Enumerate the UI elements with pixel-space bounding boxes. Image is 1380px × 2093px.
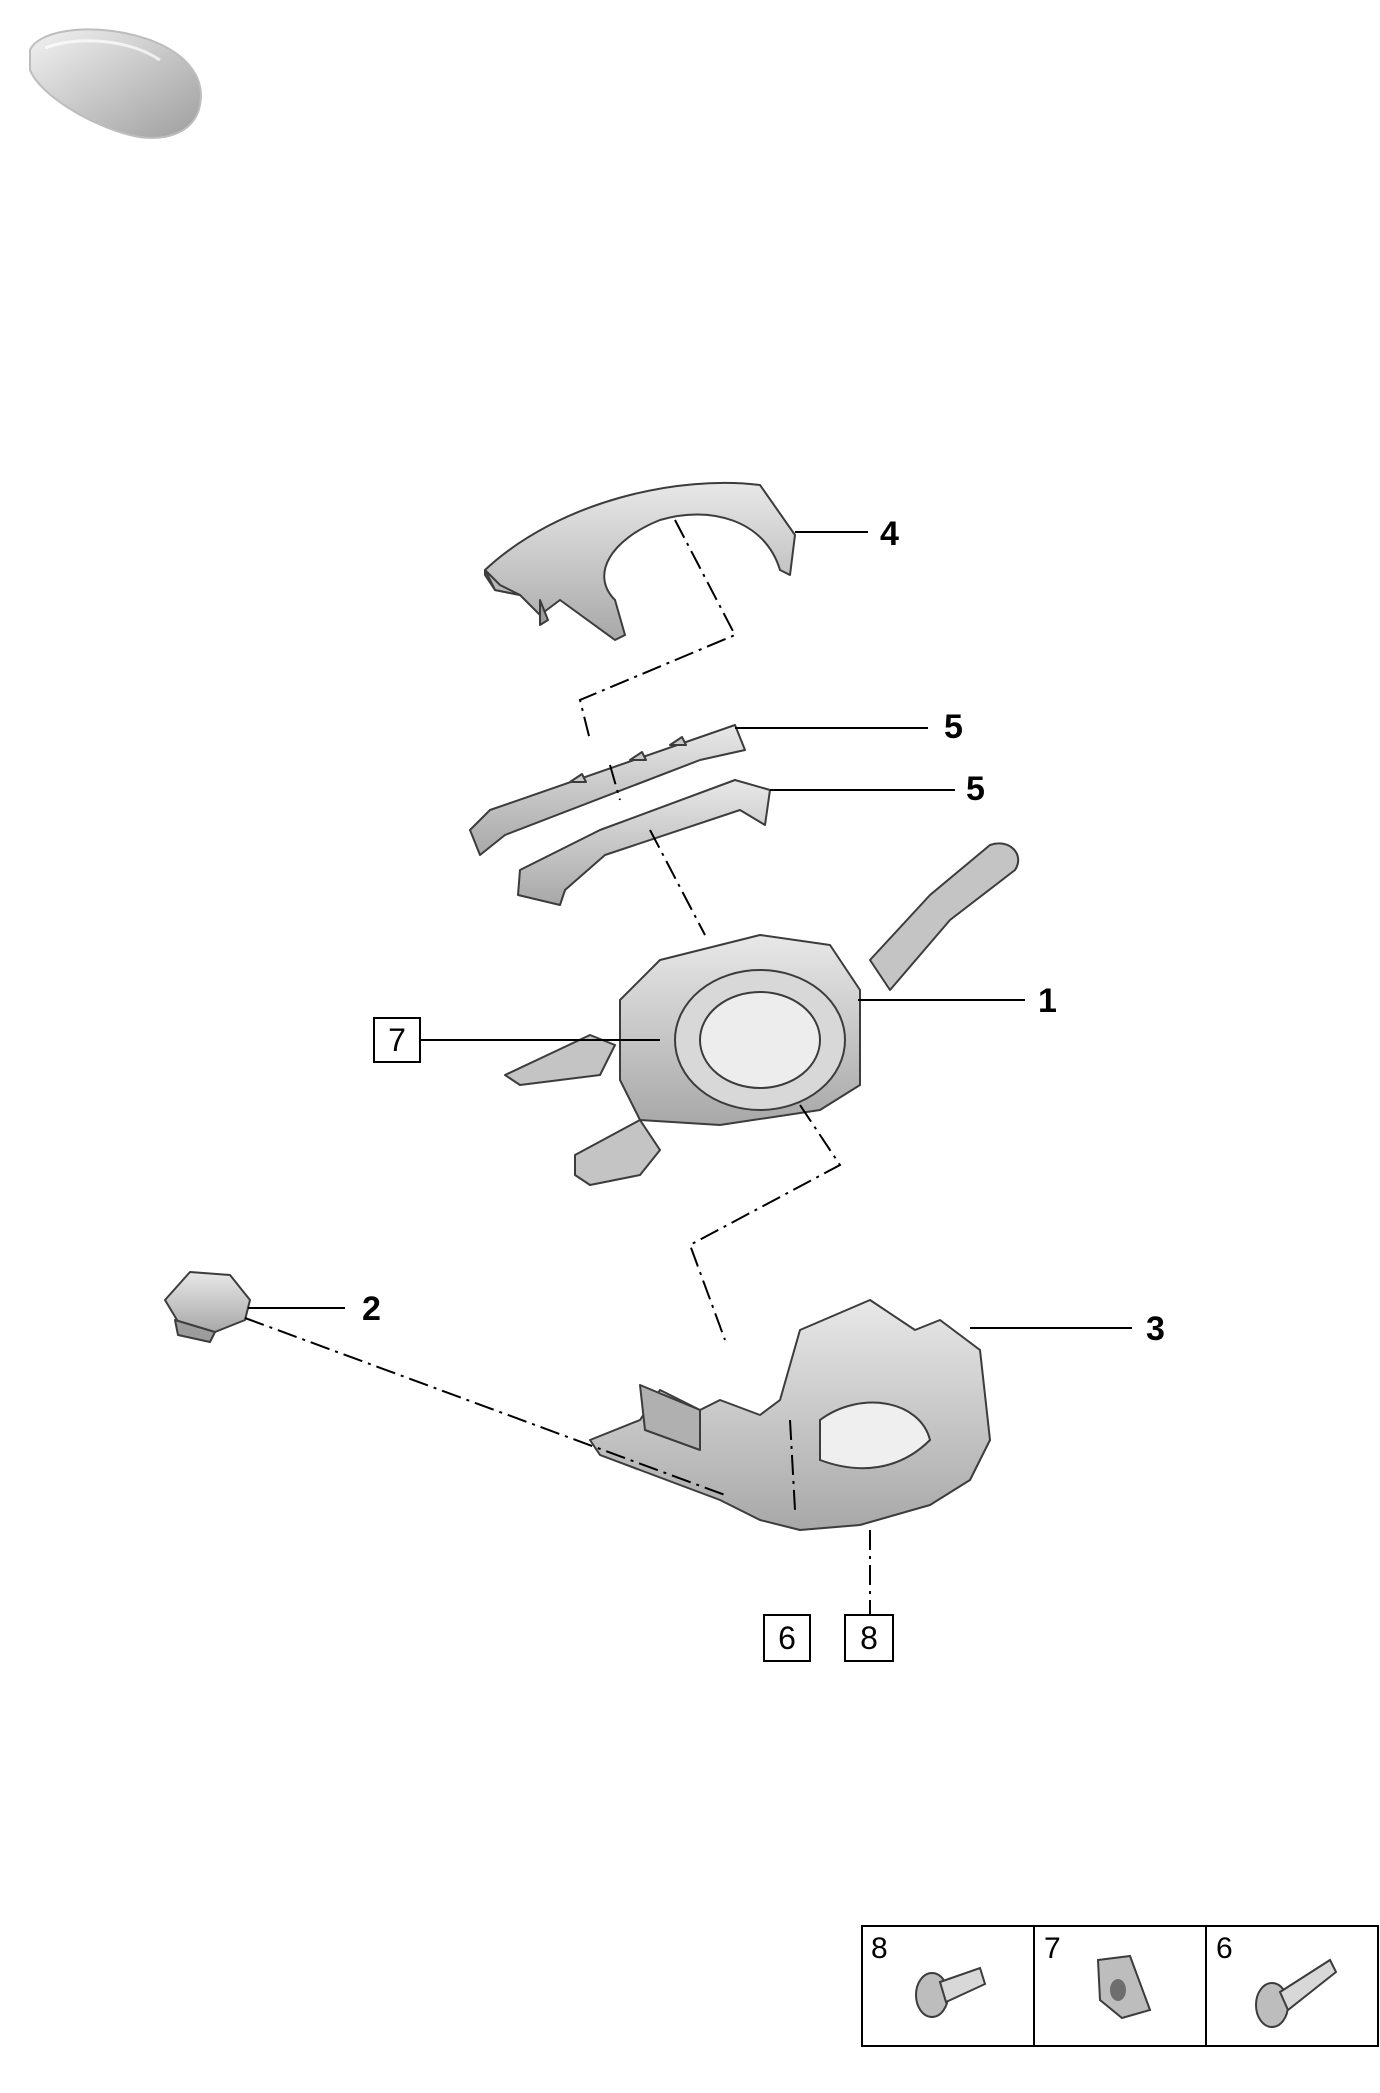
combination-switch-part	[504, 842, 1020, 1186]
vehicle-thumbnail-icon	[0, 0, 222, 158]
trim-strip-lower-part	[517, 779, 771, 906]
upper-column-cover-part	[484, 481, 796, 641]
legend-cell-7: 7	[1044, 1932, 1152, 2020]
legend-cell-6: 6	[1216, 1932, 1338, 2028]
boxed-callout-8: 8	[844, 1614, 894, 1662]
svg-text:6: 6	[1216, 1932, 1233, 1965]
svg-text:7: 7	[388, 1022, 406, 1058]
svg-text:8: 8	[871, 1932, 888, 1965]
callout-5a: 5	[944, 708, 963, 746]
screw-icon	[1255, 1958, 1338, 2028]
ignition-switch-part	[164, 1271, 251, 1343]
svg-text:8: 8	[860, 1620, 878, 1656]
clip-nut-icon	[1096, 1954, 1152, 2020]
assembly-lines	[244, 519, 871, 1615]
callout-2: 2	[362, 1290, 381, 1328]
svg-text:6: 6	[778, 1620, 796, 1656]
lower-column-cover-part	[589, 1299, 991, 1531]
callout-5b: 5	[966, 770, 985, 808]
svg-text:7: 7	[1044, 1932, 1061, 1965]
legend-cell-8: 8	[871, 1932, 987, 2018]
boxed-callout-6: 6	[763, 1614, 811, 1662]
callout-4: 4	[880, 515, 899, 553]
trim-strip-upper-part	[469, 724, 746, 856]
fastener-legend-table: 8 7 6	[861, 1925, 1379, 2047]
bolt-icon	[915, 1966, 987, 2018]
boxed-callout-7: 7	[373, 1017, 421, 1063]
callout-3: 3	[1146, 1310, 1165, 1348]
callout-1: 1	[1038, 982, 1057, 1020]
